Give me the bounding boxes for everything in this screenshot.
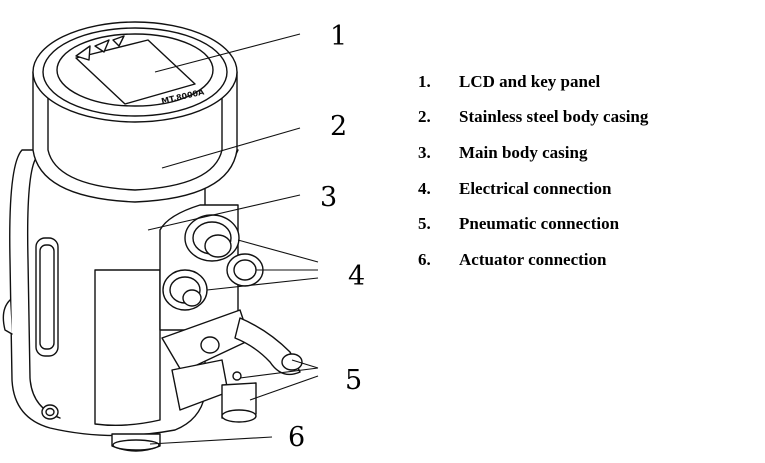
main-body-casing [2, 149, 239, 437]
legend-number: 3. [418, 142, 431, 162]
legend-item: 1. LCD and key panel [418, 64, 648, 100]
key-up-icon [112, 35, 125, 47]
legend-number: 6. [418, 249, 431, 269]
callout-number-4: 4 [348, 261, 365, 292]
actuator-connection [111, 433, 161, 452]
callout-number-6: 6 [288, 422, 305, 453]
callout-number-1: 1 [330, 21, 347, 52]
legend-item: 3. Main body casing [418, 135, 648, 171]
key-right-icon [94, 39, 110, 53]
pneumatic-connections [161, 309, 303, 423]
legend-label: LCD and key panel [459, 71, 601, 91]
key-left-icon [75, 45, 91, 61]
lcd-key-panel [42, 27, 228, 117]
legend-label: Pneumatic connection [459, 214, 620, 234]
lcd-screen [75, 39, 196, 105]
legend-item: 4. Electrical connection [418, 171, 648, 207]
callout-number-3: 3 [320, 182, 337, 213]
legend-label: Stainless steel body casing [459, 107, 649, 127]
legend-label: Electrical connection [459, 178, 612, 198]
legend-number: 2. [418, 107, 431, 127]
legend-item: 6. Actuator connection [418, 242, 648, 278]
callout-number-2: 2 [330, 111, 347, 142]
legend-label: Actuator connection [459, 249, 607, 269]
legend-item: 5. Pneumatic connection [418, 206, 648, 242]
legend-item: 2. Stainless steel body casing [418, 100, 648, 136]
legend-number: 1. [418, 71, 431, 91]
parts-legend: 1. LCD and key panel 2. Stainless steel bo… [418, 64, 648, 278]
legend-number: 4. [418, 178, 431, 198]
legend-number: 5. [418, 214, 431, 234]
callout-number-5: 5 [345, 365, 362, 396]
legend-label: Main body casing [459, 142, 588, 162]
leader-lines [147, 33, 319, 445]
electrical-connections [162, 214, 264, 311]
